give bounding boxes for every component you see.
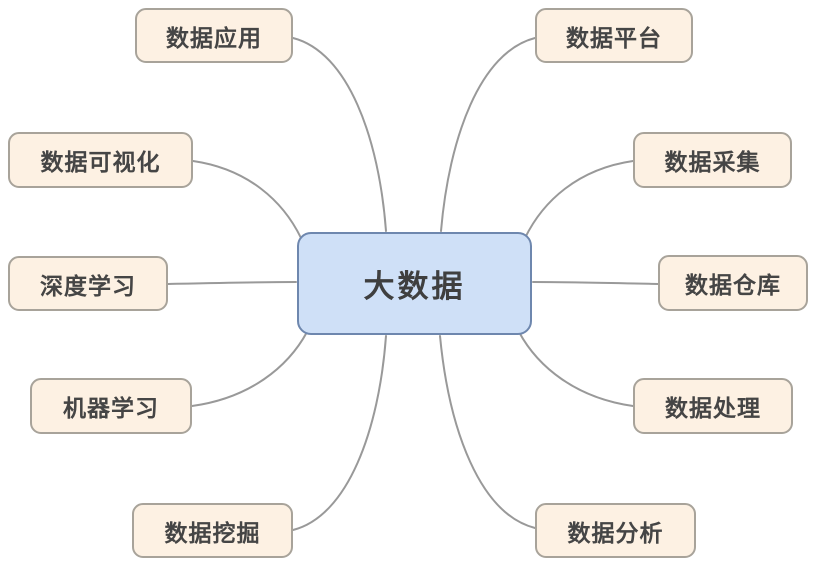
connector-machine-learning bbox=[191, 331, 308, 407]
connector-data-mining bbox=[292, 335, 387, 531]
connector-data-collection bbox=[524, 160, 634, 239]
node-data-warehouse[interactable]: 数据仓库 bbox=[658, 255, 808, 311]
node-data-collection[interactable]: 数据采集 bbox=[633, 132, 792, 188]
node-data-mining[interactable]: 数据挖掘 bbox=[132, 503, 293, 558]
node-deep-learning[interactable]: 深度学习 bbox=[8, 256, 168, 311]
connector-data-visualization bbox=[192, 160, 302, 239]
node-data-processing[interactable]: 数据处理 bbox=[633, 378, 793, 434]
connector-data-warehouse bbox=[532, 281, 659, 285]
node-big-data[interactable]: 大数据 bbox=[297, 232, 532, 335]
connector-data-analysis bbox=[439, 335, 536, 529]
connector-data-processing bbox=[518, 331, 634, 407]
node-machine-learning[interactable]: 机器学习 bbox=[30, 378, 192, 434]
node-data-application[interactable]: 数据应用 bbox=[135, 8, 293, 63]
connector-deep-learning bbox=[167, 281, 297, 285]
node-data-analysis[interactable]: 数据分析 bbox=[535, 503, 696, 558]
connector-data-application bbox=[292, 37, 387, 232]
node-data-visualization[interactable]: 数据可视化 bbox=[8, 132, 193, 188]
node-data-platform[interactable]: 数据平台 bbox=[535, 8, 693, 63]
connector-data-platform bbox=[440, 37, 536, 232]
